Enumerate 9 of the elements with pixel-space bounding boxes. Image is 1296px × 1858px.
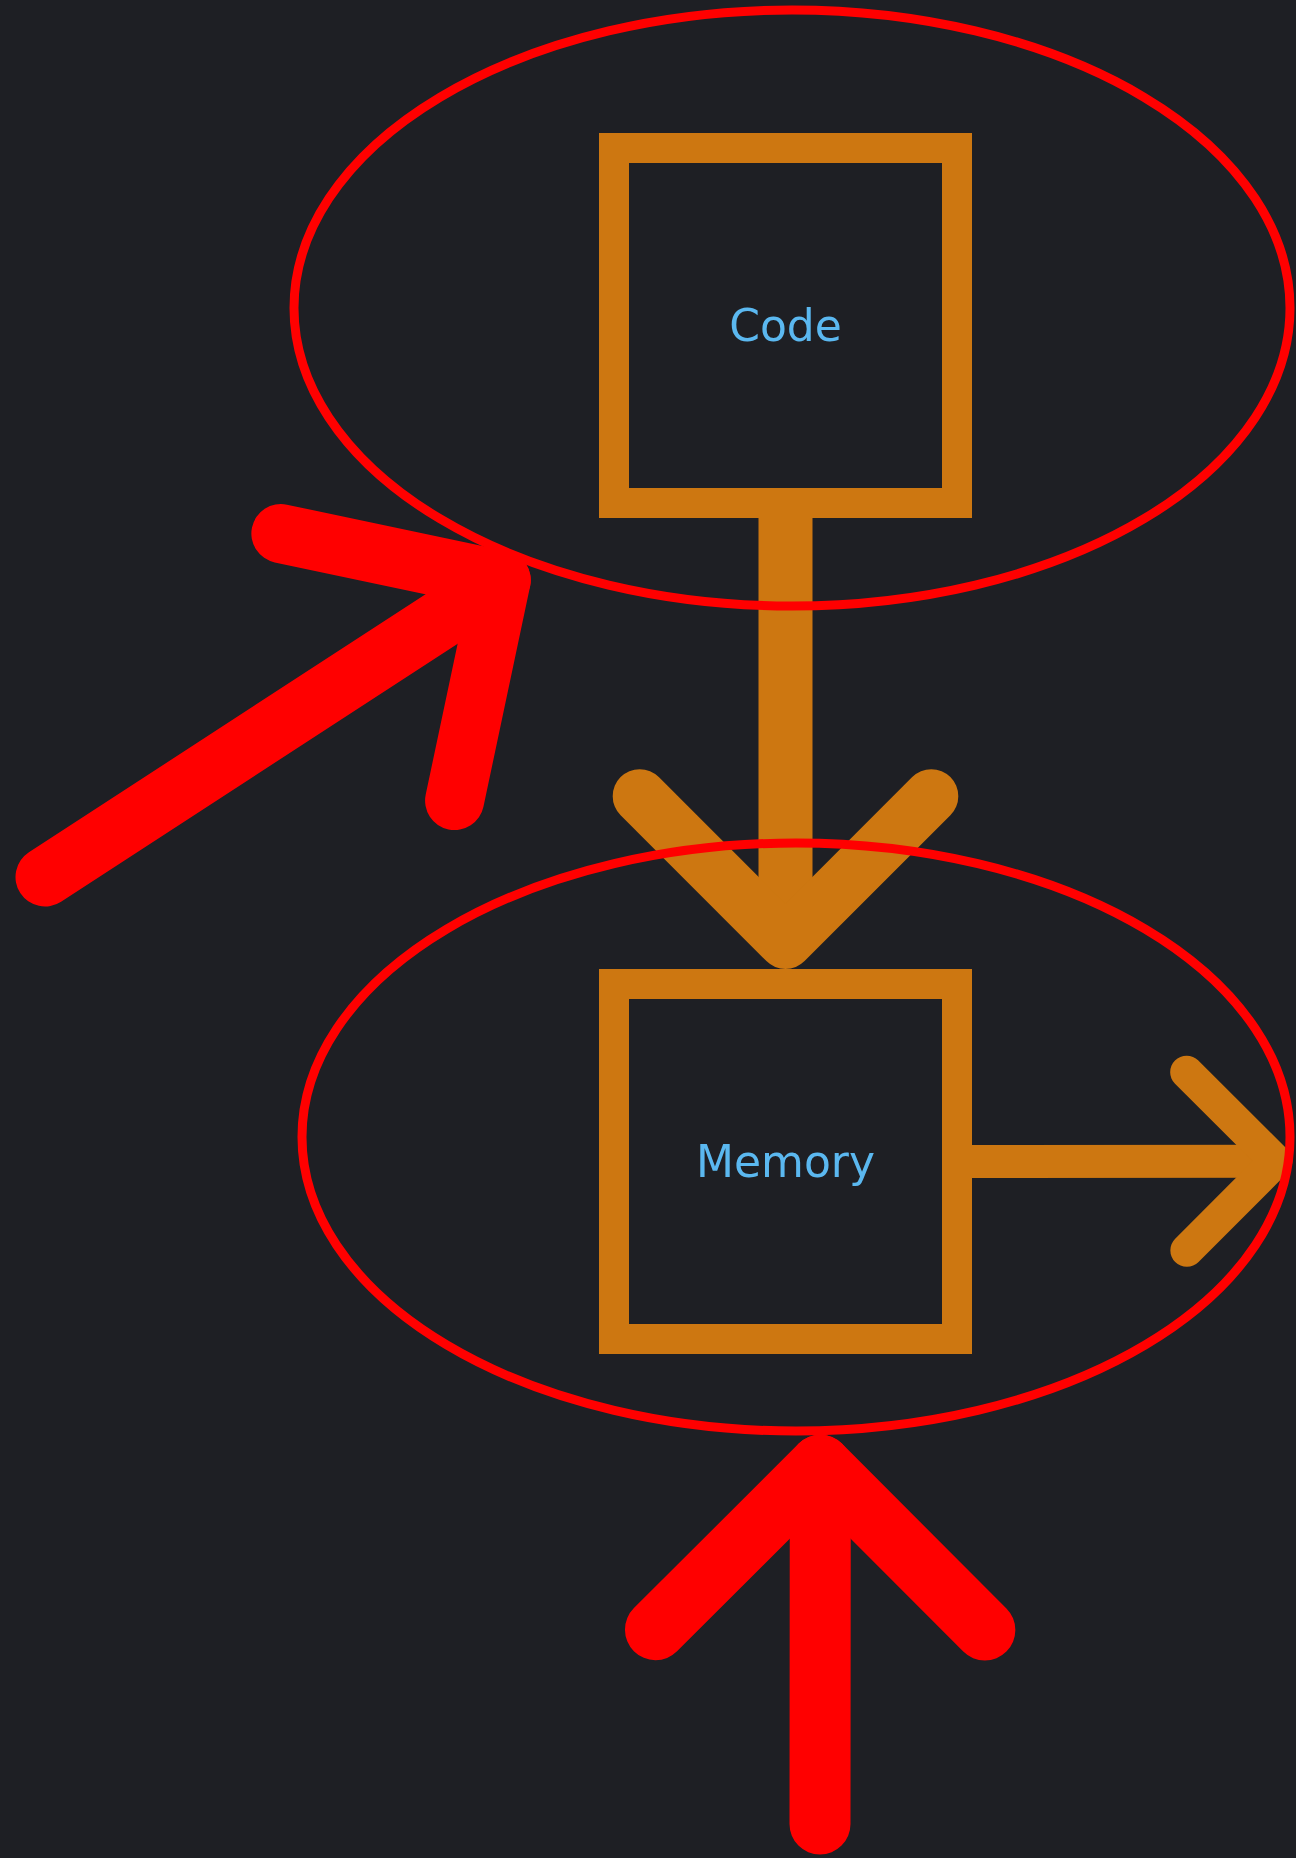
arrow (15, 504, 531, 907)
box-label: Code (729, 300, 842, 351)
box-label: Memory (696, 1136, 875, 1187)
process-box (599, 969, 972, 1354)
arrow (612, 518, 959, 969)
arrow (624, 1434, 1016, 1855)
process-box (599, 133, 972, 518)
ellipse-outline (289, 5, 1295, 611)
ellipse-outline (297, 838, 1295, 1436)
